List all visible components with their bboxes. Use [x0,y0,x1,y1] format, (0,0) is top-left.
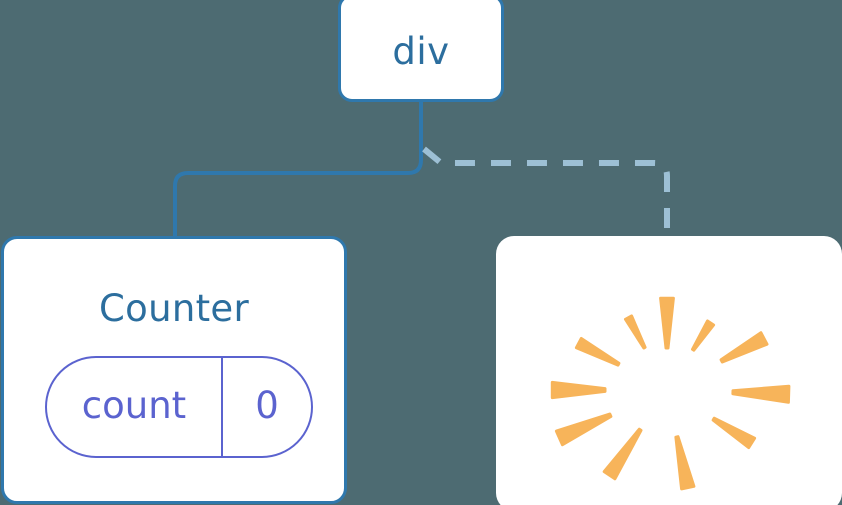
spinner-ray-6 [602,427,643,481]
node-spinner[interactable] [496,236,842,505]
state-key-label: count [81,384,187,427]
connector-div-to-spinner [422,146,670,236]
state-value-label: 0 [255,384,279,427]
state-key-cell: count [47,358,223,456]
spinner-ray-group [550,296,791,491]
spinner-ray-10 [624,314,647,350]
spinner-ray-0 [659,296,675,350]
node-counter[interactable]: Counter count 0 [1,236,347,504]
spinner-ray-1 [691,319,716,352]
spinner-ray-3 [731,384,791,404]
node-div-label: div [392,29,450,73]
connector-div-to-counter [173,99,423,238]
state-badge[interactable]: count 0 [45,356,313,458]
spinner-ray-7 [554,412,613,447]
spinner-ray-8 [550,380,607,400]
state-value-cell: 0 [223,358,311,456]
loading-starburst-icon [550,296,791,491]
node-div[interactable]: div [338,0,504,102]
spinner-ray-5 [674,435,696,491]
spinner-ray-9 [574,337,621,367]
spinner-ray-4 [711,416,757,450]
node-counter-label: Counter [99,287,249,330]
spinner-ray-2 [719,331,769,364]
